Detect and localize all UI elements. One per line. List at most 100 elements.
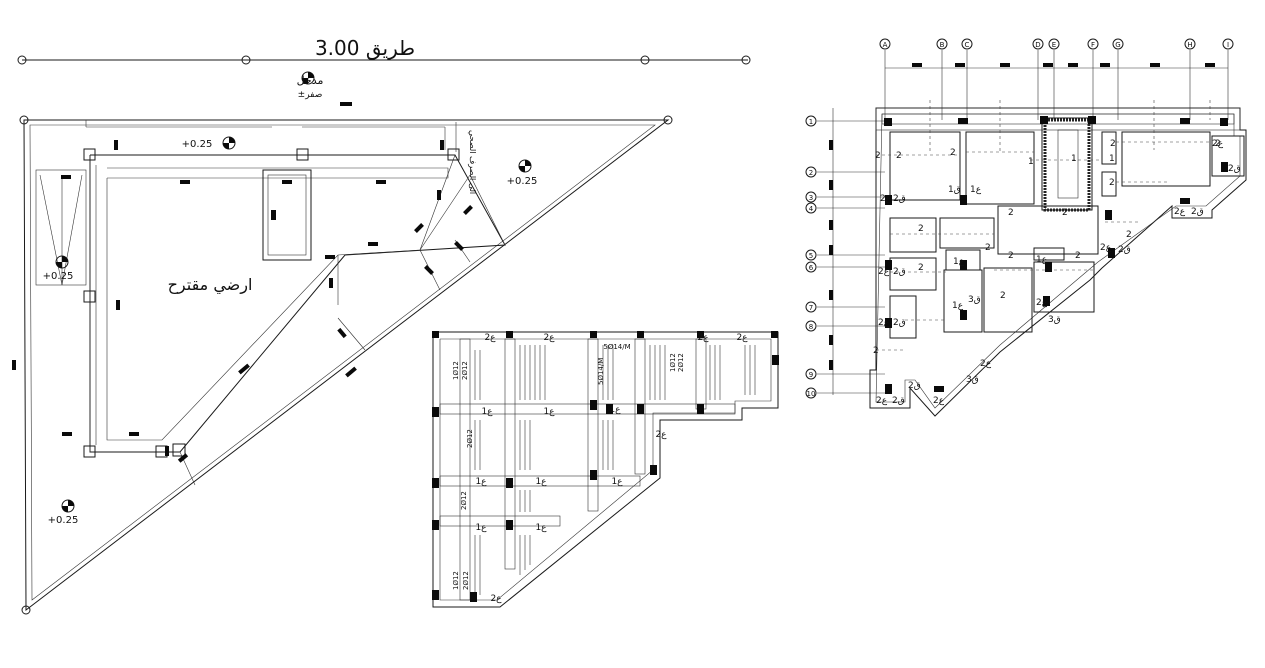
svg-text:ع2: ع2 [490,594,502,604]
svg-text:ق2: ق2 [908,381,921,391]
svg-text:5Ø14/M: 5Ø14/M [603,343,630,351]
svg-text:ع2: ع2 [878,267,890,277]
svg-text:ع1: ع1 [481,407,493,417]
svg-text:ع2: ع2 [1100,243,1112,253]
svg-text:ع1: ع1 [953,257,965,267]
svg-text:2: 2 [1008,251,1014,261]
grid-axis-bubble [805,387,817,399]
svg-text:1Ø12: 1Ø12 [452,361,460,380]
grid-axis-label: 9 [809,371,813,379]
svg-text:ع2: ع2 [980,359,992,369]
svg-text:ع1: ع1 [970,185,982,195]
grid-axis-bubble [1048,38,1060,50]
svg-text:ع1: ع1 [1036,255,1048,265]
proposed-ground-label: ارضي مقترح [168,275,253,295]
grid-axis-label: 8 [809,323,813,331]
svg-text:ع2: ع2 [697,333,709,343]
road-node [640,55,650,65]
level-marker: +0.25 [182,136,236,150]
svg-text:ق1: ق1 [948,185,961,195]
entrance-label: مدخل [297,74,324,87]
svg-text:ع1: ع1 [952,301,964,311]
grid-axis-bubble [1112,38,1124,50]
grid-axis-label: H [1187,41,1192,49]
level-marker: +0.25 [507,159,538,187]
grid-axis-label: I [1227,41,1229,49]
svg-text:2: 2 [918,224,924,234]
svg-text:ع2: ع2 [484,333,496,343]
svg-text:2: 2 [985,243,991,253]
grid-axis-bubble [805,191,817,203]
svg-text:ق2: ق2 [893,318,906,328]
svg-text:2: 2 [1109,178,1115,188]
svg-text:ع1: ع1 [535,477,547,487]
svg-text:2Ø12: 2Ø12 [461,361,469,380]
svg-text:+0.25: +0.25 [48,515,79,526]
svg-text:2: 2 [1000,291,1006,301]
svg-text:ع1: ع1 [475,477,487,487]
svg-text:2: 2 [950,148,956,158]
svg-text:2: 2 [1126,230,1132,240]
svg-text:2Ø12: 2Ø12 [462,571,470,590]
grid-axis-bubble [879,38,891,50]
svg-text:2: 2 [896,151,902,161]
grid-axis-bubble [1032,38,1044,50]
svg-text:1: 1 [1028,157,1034,167]
grid-axis-bubble [805,115,817,127]
road-label: طريق 3.00 [315,36,415,60]
road-node [17,55,27,65]
svg-text:1Ø12: 1Ø12 [452,571,460,590]
svg-text:1Ø12: 1Ø12 [669,353,677,372]
svg-text:+0.25: +0.25 [182,139,213,150]
grid-axis-label: B [940,41,945,49]
svg-text:ع1: ع1 [535,523,547,533]
svg-text:+0.25: +0.25 [507,176,538,187]
svg-text:ق2: ق2 [1228,164,1241,174]
svg-text:ع1: ع1 [475,523,487,533]
grid-axis-bubble [805,249,817,261]
svg-text:ع2: ع2 [543,333,555,343]
grid-axis-bubble [1087,38,1099,50]
foundation-plan: ع2 ع2 ع2 ع2 5Ø14/M ع1 ع1 ع1 ع2 ع1 ع1 ع1 … [432,331,779,608]
svg-text:1: 1 [1109,154,1115,164]
svg-text:ق3: ق3 [968,295,981,305]
grid-axis-bubble [961,38,973,50]
grid-axis-label: G [1115,41,1120,49]
svg-text:ق3: ق3 [1048,315,1061,325]
svg-text:ع2: ع2 [1036,298,1048,308]
svg-text:2: 2 [1075,251,1081,261]
svg-text:ق3: ق3 [966,375,979,385]
entrance-level: ±صفر [298,90,323,100]
grid-axis-bubble [805,261,817,273]
grid-axis-label: 4 [809,205,814,213]
svg-text:ع1: ع1 [611,477,623,487]
svg-text:5Ø14/M: 5Ø14/M [597,358,605,385]
foundation-outline [432,331,779,608]
road-node [241,55,251,65]
grid-axis-label: 5 [809,252,813,260]
grid-axis-label: 3 [809,194,813,202]
grid-axis-label: E [1052,41,1056,49]
level-marker: +0.25 [43,255,73,282]
grid-axis-bubble [1184,38,1196,50]
grid-axis-bubble [805,368,817,380]
grid-axis-label: 10 [807,390,816,398]
svg-text:2Ø12: 2Ø12 [460,491,468,510]
svg-text:ع1: ع1 [543,407,555,417]
svg-text:ع2: ع2 [655,430,667,440]
svg-text:ع2: ع2 [878,318,890,328]
svg-text:2Ø12: 2Ø12 [466,429,474,448]
svg-text:2Ø12: 2Ø12 [677,353,685,372]
svg-text:2: 2 [1062,208,1068,218]
site-plan: طريق 3.00 مدخل ±صفر [12,36,751,615]
grid-axis-label: A [883,41,888,49]
svg-text:ع2: ع2 [933,396,945,406]
grid-axis-bubble [805,202,817,214]
svg-text:ع2: ع2 [1174,207,1186,217]
svg-text:2: 2 [873,346,879,356]
site-boundary [23,119,670,612]
svg-text:2: 2 [1008,208,1014,218]
svg-text:1: 1 [1071,154,1077,164]
